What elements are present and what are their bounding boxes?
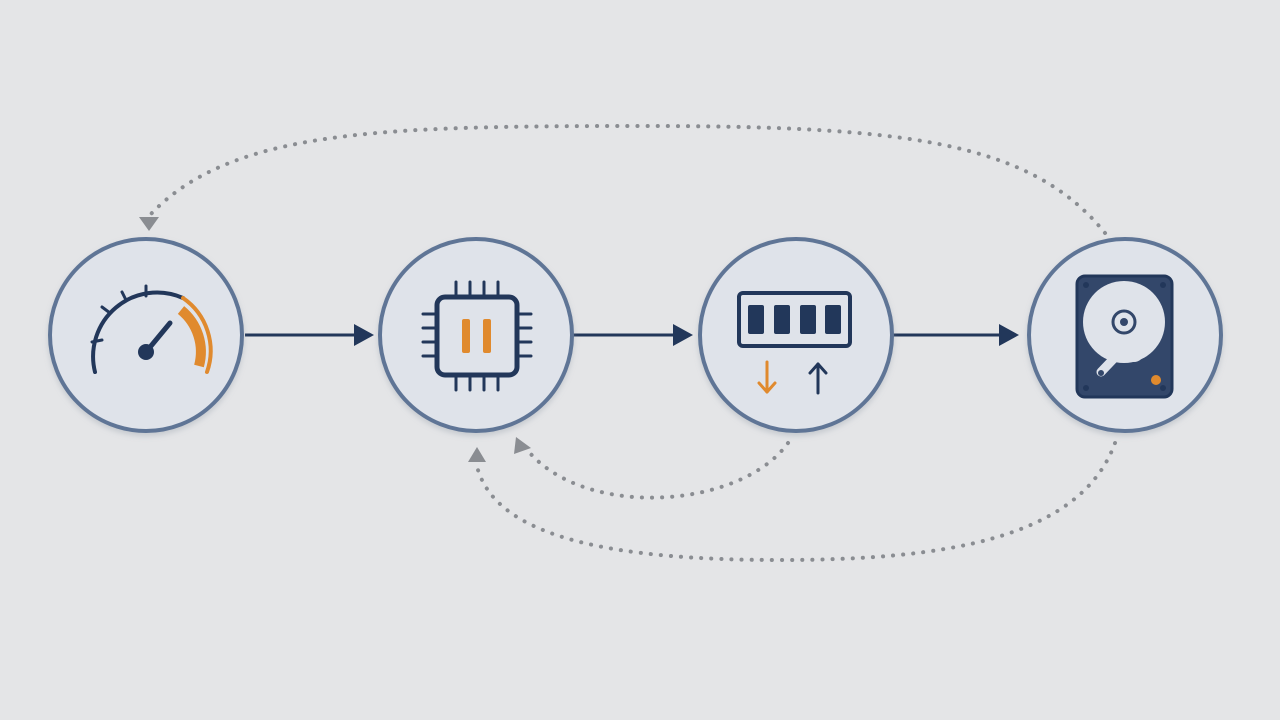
node-cpu	[378, 237, 574, 433]
feedback-arrow-disk-to-cpu	[476, 441, 1117, 563]
arrow-up-icon	[808, 362, 828, 395]
speedometer-icon	[90, 284, 213, 374]
hard-drive-icon	[1075, 274, 1174, 399]
cpu-chip-icon	[421, 280, 533, 392]
flow-arrows	[245, 324, 1019, 346]
feedback-arrow-disk-to-speed	[148, 123, 1107, 235]
flow-arrowhead-ram	[673, 324, 693, 346]
node-ram	[698, 237, 894, 433]
flow-arrowhead-disk	[999, 324, 1019, 346]
feedback-arrow-ram-to-cpu	[523, 441, 790, 500]
arrow-down-icon	[757, 360, 777, 394]
flow-arrowhead-cpu	[354, 324, 374, 346]
node-disk	[1027, 237, 1223, 433]
arrowhead-to-cpu-inner	[514, 437, 531, 454]
memory-module-icon	[737, 291, 852, 348]
arrowhead-to-speed	[139, 217, 159, 231]
arrowhead-to-cpu-outer	[468, 447, 486, 462]
feedback-arrows	[148, 123, 1117, 563]
node-speed	[48, 237, 244, 433]
feedback-arrowheads	[139, 217, 531, 462]
